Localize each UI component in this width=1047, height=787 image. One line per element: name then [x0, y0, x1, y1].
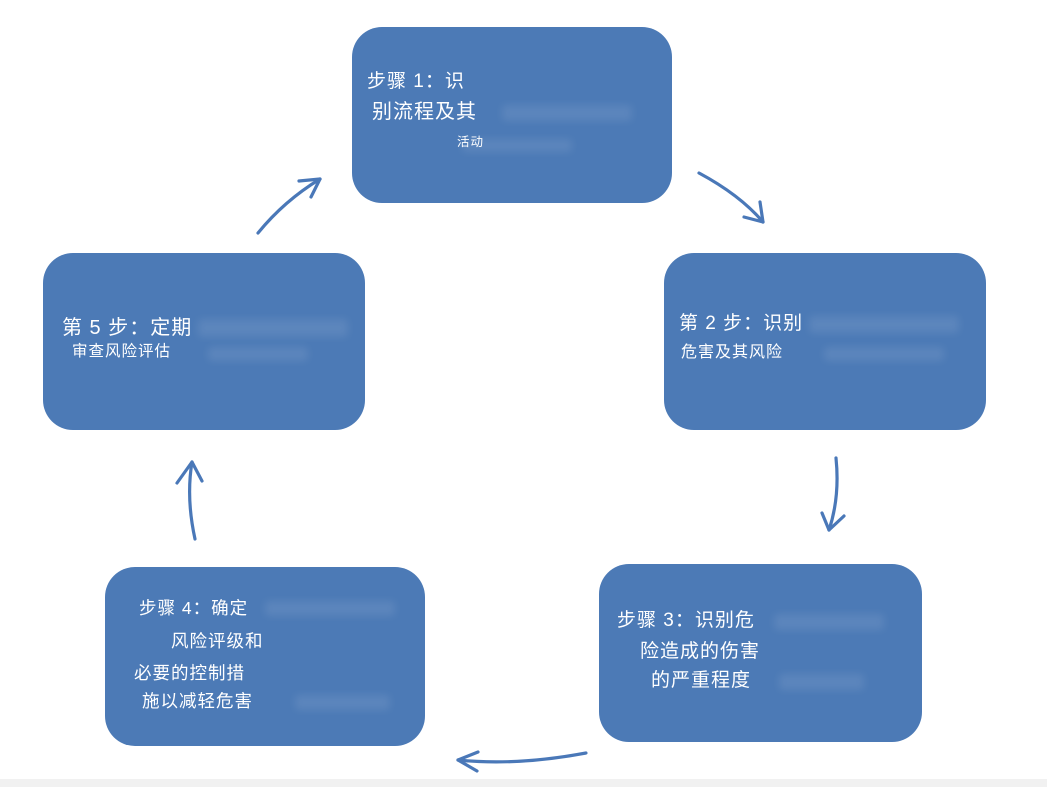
bottom-edge-bar: [0, 779, 1047, 787]
step-3-text-line: 的严重程度: [651, 670, 752, 691]
step-4-text-line: 必要的控制措: [134, 663, 245, 683]
blurred-text-artifact: [208, 347, 308, 361]
step-2-text-line: 危害及其风险: [681, 344, 784, 361]
step-2-text-line: 第 2 步：识别: [679, 313, 804, 334]
blurred-text-artifact: [809, 316, 959, 333]
step-box-1[interactable]: 步骤 1：识 别流程及其 活动: [352, 27, 672, 203]
blurred-text-artifact: [774, 614, 884, 630]
step-box-4[interactable]: 步骤 4：确定 风险评级和 必要的控制措 施以减轻危害: [105, 567, 425, 746]
blurred-text-artifact: [462, 139, 572, 152]
blurred-text-artifact: [295, 695, 390, 710]
step-3-text-line: 险造成的伤害: [640, 641, 761, 662]
step-4-text-line: 步骤 4：确定: [139, 598, 249, 618]
arrow-step3-to-step4-icon: [456, 750, 588, 773]
blurred-text-artifact: [265, 601, 395, 616]
step-1-text-line: 活动: [457, 135, 485, 149]
step-4-text-line: 风险评级和: [171, 631, 264, 651]
blurred-text-artifact: [824, 347, 944, 361]
step-4-text-line: 施以减轻危害: [142, 691, 253, 711]
arrow-step1-to-step2-icon: [697, 171, 765, 224]
blurred-text-artifact: [198, 319, 348, 337]
step-1-text-line: 别流程及其: [372, 101, 477, 123]
step-5-text-line: 审查风险评估: [72, 343, 172, 360]
step-5-text-line: 第 5 步：定期: [62, 317, 193, 339]
blurred-text-artifact: [779, 674, 864, 690]
step-1-text-line: 步骤 1：识: [367, 71, 465, 92]
arrow-step5-to-step1-icon: [256, 177, 322, 235]
step-box-2[interactable]: 第 2 步：识别 危害及其风险: [664, 253, 986, 430]
blurred-text-artifact: [502, 105, 632, 121]
step-box-5[interactable]: 第 5 步：定期 审查风险评估: [43, 253, 365, 430]
step-3-text-line: 步骤 3：识别危: [617, 610, 755, 631]
step-box-3[interactable]: 步骤 3：识别危 险造成的伤害 的严重程度: [599, 564, 922, 742]
arrow-step2-to-step3-icon: [820, 456, 846, 532]
arrow-step4-to-step5-icon: [175, 460, 204, 541]
